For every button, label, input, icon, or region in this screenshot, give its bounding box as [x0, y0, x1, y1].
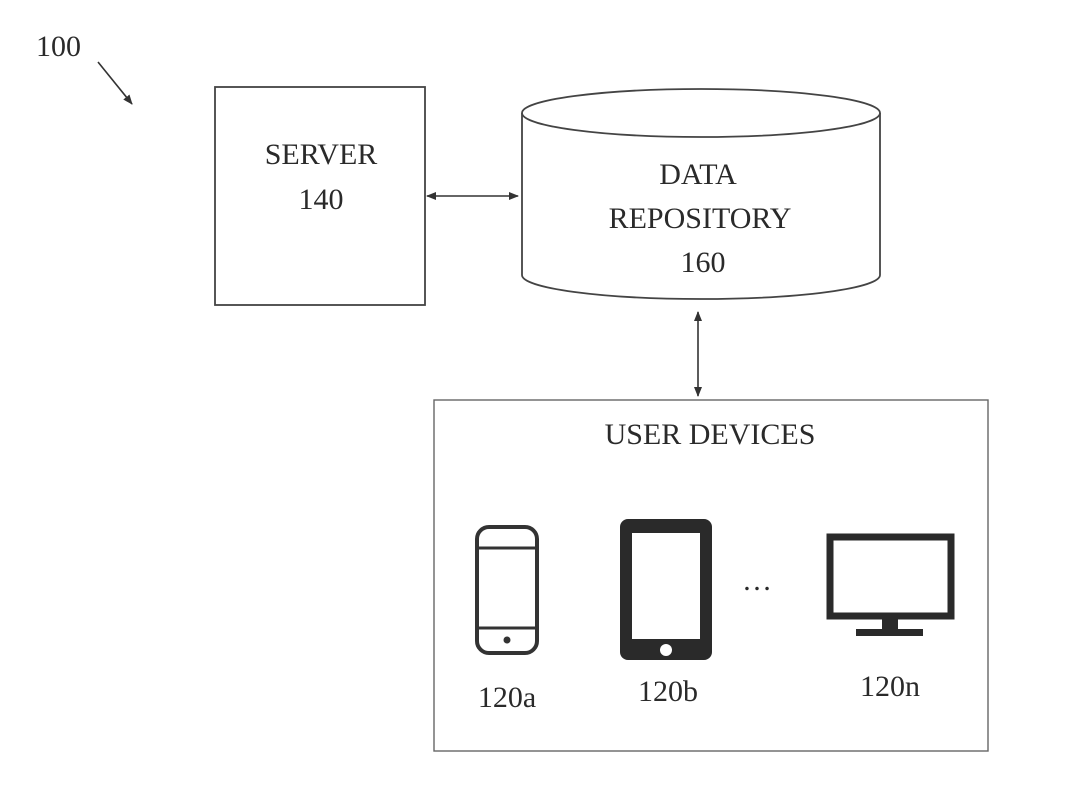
repository-label-line1: DATA [659, 158, 737, 191]
user-devices-title: USER DEVICES [605, 418, 816, 451]
user-devices-box: USER DEVICES 120a 120b … 120n [434, 400, 988, 751]
server-box: SERVER 140 [215, 87, 425, 305]
device-label-120b: 120b [638, 675, 698, 708]
device-label-120a: 120a [478, 681, 536, 714]
repository-number: 160 [681, 246, 726, 279]
figure-ref-arrow [98, 62, 132, 104]
smartphone-icon [477, 527, 537, 653]
data-repository-cylinder: DATA REPOSITORY 160 [522, 89, 880, 299]
device-label-120n: 120n [860, 670, 920, 703]
figure-ref-label: 100 [36, 30, 81, 63]
repository-label-line2: REPOSITORY [609, 202, 792, 235]
tablet-icon [620, 519, 712, 660]
server-number: 140 [299, 183, 344, 216]
server-label: SERVER [265, 138, 378, 171]
devices-ellipsis: … [742, 564, 772, 597]
